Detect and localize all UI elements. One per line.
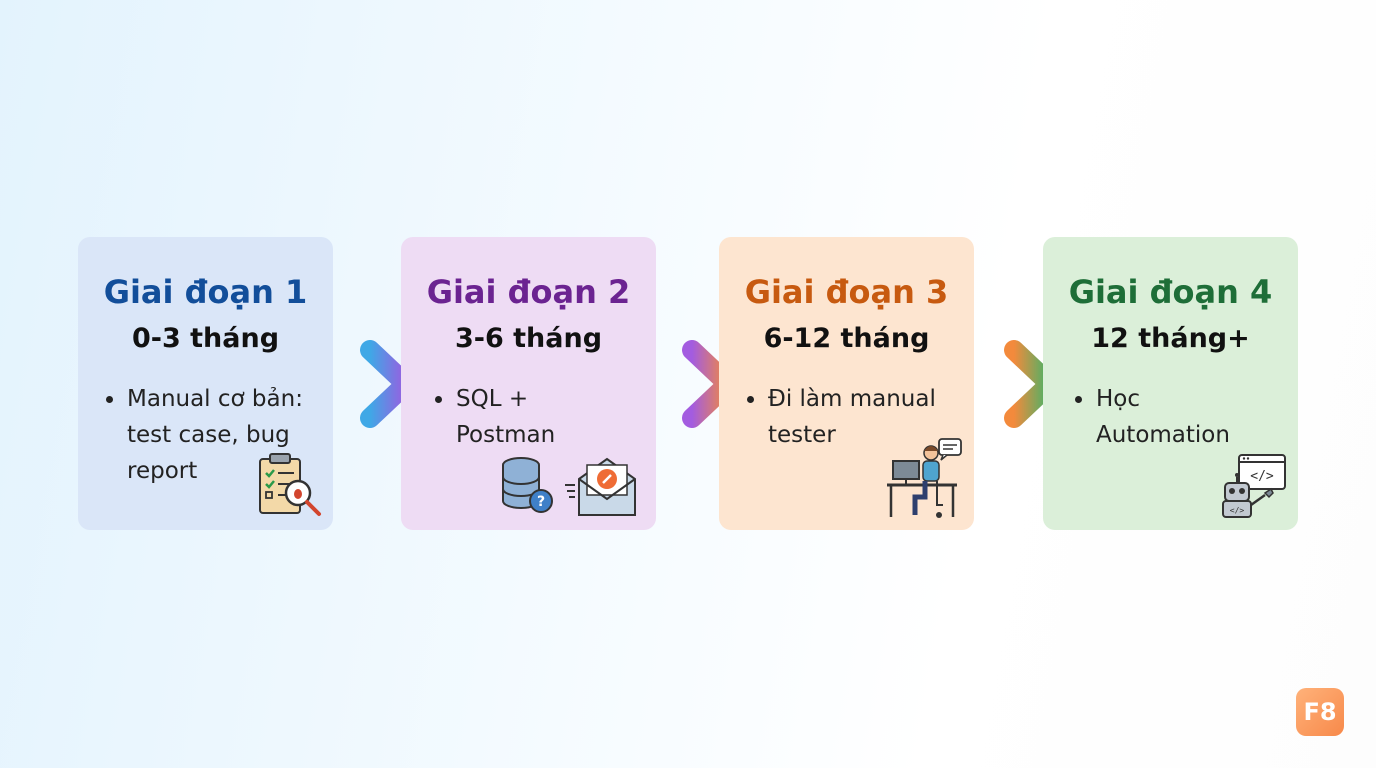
svg-text:</>: </>	[1250, 469, 1274, 484]
tester-desk-icon	[887, 438, 962, 518]
stage-card-4: Giai đoạn 4 12 tháng+ Học Automation </>…	[1043, 237, 1298, 530]
stage-bullet-text: Đi làm manual tester	[768, 386, 936, 448]
svg-text:?: ?	[537, 494, 545, 510]
bullet-dot	[1075, 396, 1082, 403]
svg-text:</>: </>	[1230, 506, 1245, 515]
stage-card-3: Giai đoạn 3 6-12 tháng Đi làm manual tes…	[719, 237, 974, 530]
f8-logo: F8	[1296, 688, 1344, 736]
stage-title: Giai đoạn 2	[426, 273, 631, 311]
stage-bullet-text: Học Automation	[1096, 386, 1230, 448]
stage-bullet-text: SQL + Postman	[456, 386, 556, 448]
stage-bullet: Học Automation	[1075, 381, 1285, 453]
bullet-dot	[435, 396, 442, 403]
stage-card-2: Giai đoạn 2 3-6 tháng SQL + Postman ?	[401, 237, 656, 530]
stage-bullet: Đi làm manual tester	[747, 381, 957, 453]
robot-code-icon: </> </>	[1222, 454, 1286, 518]
stage-duration: 3-6 tháng	[454, 323, 603, 354]
bullet-dot	[747, 396, 754, 403]
stage-bullet: Manual cơ bản: test case, bug report	[106, 381, 316, 489]
stage-duration: 12 tháng+	[1091, 323, 1250, 354]
stage-title: Giai đoạn 3	[744, 273, 949, 311]
stage-bullet-text: Manual cơ bản: test case, bug report	[127, 386, 303, 484]
stage-title: Giai đoạn 4	[1068, 273, 1273, 311]
stage-card-1: Giai đoạn 1 0-3 tháng Manual cơ bản: tes…	[78, 237, 333, 530]
stage-duration: 0-3 tháng	[131, 323, 280, 354]
clipboard-bug-icon	[259, 453, 321, 516]
stage-title: Giai đoạn 1	[103, 273, 308, 311]
stage-duration: 6-12 tháng	[763, 323, 930, 354]
stage-bullet: SQL + Postman	[435, 381, 645, 453]
bullet-dot	[106, 396, 113, 403]
database-postman-icon: ?	[502, 457, 636, 516]
